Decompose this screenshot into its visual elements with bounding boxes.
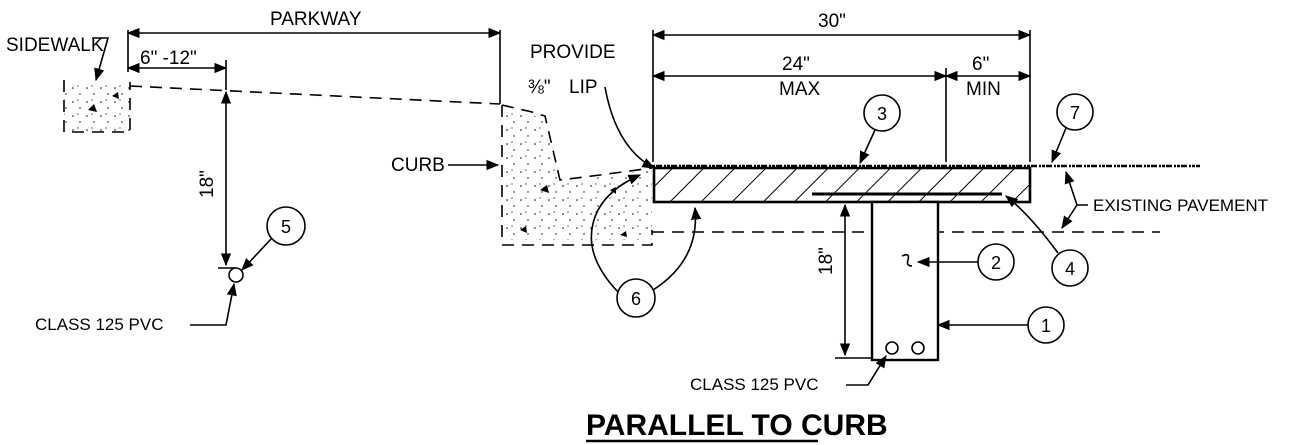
pavement-slab — [652, 166, 1032, 204]
callout-1-number: 1 — [1041, 316, 1051, 336]
callout-5-number: 5 — [281, 217, 291, 237]
min-note: MIN — [966, 79, 1001, 100]
min-width-label: 6" — [972, 54, 989, 75]
trench-pvc-pipe-1 — [885, 341, 899, 355]
bottom-pvc-label: CLASS 125 PVC — [690, 375, 819, 394]
callout-3-number: 3 — [877, 104, 887, 124]
provide-label: PROVIDE — [530, 42, 616, 63]
max-width-label: 24" — [782, 54, 810, 75]
curb-label: CURB — [391, 155, 445, 176]
curb — [501, 104, 1160, 246]
callout-7 — [1056, 93, 1094, 131]
callout-7-leader — [1051, 127, 1067, 164]
callout-4-number: 4 — [1065, 259, 1075, 279]
callout-6-number: 6 — [631, 289, 641, 309]
callout-5-leader — [241, 237, 273, 271]
left-pvc-leader — [190, 282, 237, 326]
callout-6-leader-b — [652, 206, 702, 291]
sidewalk-leader — [92, 37, 110, 82]
trench-pvc-pipe-2 — [911, 341, 925, 355]
callout-5 — [266, 206, 306, 246]
total-width-label: 30" — [818, 11, 846, 32]
sidewalk-slab — [63, 80, 131, 133]
callout-4 — [1051, 249, 1089, 287]
callout-3-leader — [859, 129, 876, 165]
bottom-pvc-leader — [846, 354, 887, 386]
drawing-title: PARALLEL TO CURB — [586, 409, 888, 442]
depth-left-label: 18" — [197, 170, 218, 198]
callout-6-leader-a — [590, 174, 642, 293]
left-pvc-pipe — [228, 267, 244, 283]
existing-pavement-leader-top — [1064, 170, 1088, 206]
max-note: MAX — [779, 79, 821, 100]
callout-3 — [863, 94, 901, 132]
parkway-label: PARKWAY — [270, 9, 362, 30]
callout-4-leader — [1004, 195, 1059, 254]
left-pvc-label: CLASS 125 PVC — [35, 315, 164, 334]
offset-dimension-label: 6" -12" — [140, 48, 197, 69]
sidewalk-label: SIDEWALK — [6, 35, 104, 56]
lip-fraction: ⅜" — [528, 77, 551, 98]
callout-7-number: 7 — [1070, 103, 1080, 123]
lip-leader — [604, 86, 656, 169]
ground-line — [129, 85, 501, 105]
callout-2-number: 2 — [991, 253, 1001, 273]
depth-trench-label: 18" — [816, 247, 837, 275]
callout-6 — [616, 278, 656, 318]
existing-pavement-label: EXISTING PAVEMENT — [1093, 196, 1268, 215]
lip-label: LIP — [569, 77, 598, 98]
trench — [870, 200, 940, 362]
existing-pavement-leader-bottom — [1061, 204, 1078, 230]
